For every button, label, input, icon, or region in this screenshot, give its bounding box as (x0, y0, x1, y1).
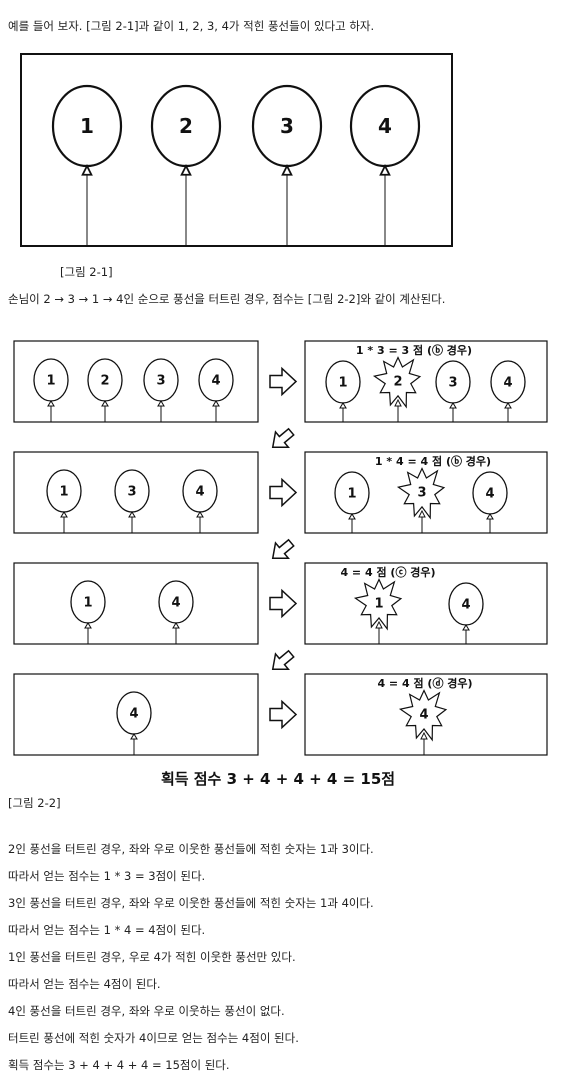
next-arrow (269, 699, 298, 730)
explanation-line-6: 따라서 얻는 점수는 4점이 된다. (8, 977, 161, 991)
popped-balloon: 4 (398, 689, 448, 755)
before-panel (13, 562, 259, 645)
down-left-arrow (271, 538, 295, 560)
balloon-label: 2 (393, 375, 402, 390)
balloon-label: 4 (378, 114, 392, 138)
balloon: 4 (158, 580, 194, 644)
total-score: 획득 점수 3 + 4 + 4 + 4 = 15점 (161, 770, 395, 788)
step-score-label: 1 * 4 = 4 점 (ⓑ 경우) (375, 454, 491, 468)
balloon-label: 1 (374, 597, 383, 612)
step-score-label: 1 * 3 = 3 점 (ⓑ 경우) (356, 343, 472, 357)
balloon: 4 (182, 469, 218, 533)
balloon: 4 (349, 84, 421, 246)
balloon: 2 (87, 358, 123, 422)
figure-2-2: 1 2 3 4 1 2 3 4 1 * 3 = 3 점 (ⓑ 경우) 1 3 4 1 3 4 1 * 4 = … (13, 340, 548, 788)
balloon-label: 4 (485, 487, 494, 502)
balloon-label: 3 (448, 376, 457, 391)
balloon-label: 3 (127, 485, 136, 500)
balloon-label: 1 (80, 114, 94, 138)
balloon: 4 (448, 582, 484, 644)
balloon: 1 (325, 360, 361, 422)
explanation-line-4: 따라서 얻는 점수는 1 * 4 = 4점이 된다. (8, 923, 206, 937)
balloon: 4 (490, 360, 526, 422)
balloon: 4 (472, 471, 508, 533)
balloon: 1 (33, 358, 69, 422)
figure-2-1: 1 2 3 4 (20, 53, 453, 247)
balloon: 3 (251, 84, 323, 246)
balloon: 3 (435, 360, 471, 422)
burst-shape (396, 467, 446, 520)
step-row: 1 2 3 4 1 2 3 4 1 * 3 = 3 점 (ⓑ 경우) (13, 340, 548, 449)
balloon-label: 3 (156, 374, 165, 389)
explanation-line-1: 2인 풍선을 터트린 경우, 좌와 우로 이웃한 풍선들에 적힌 숫자는 1과 … (8, 842, 374, 856)
after-panel (304, 562, 548, 645)
balloon: 3 (143, 358, 179, 422)
balloon-label: 4 (129, 707, 138, 722)
burst-shape (398, 689, 448, 742)
down-left-arrow (271, 427, 295, 449)
burst-shape (353, 578, 403, 631)
popped-balloon: 3 (396, 467, 446, 533)
step-row: 1 4 1 4 4 = 4 점 (ⓒ 경우) (13, 562, 548, 671)
balloon: 1 (46, 469, 82, 533)
balloon: 1 (51, 84, 123, 246)
figure-2-2-caption: [그림 2-2] (8, 796, 61, 810)
balloon-label: 1 (347, 487, 356, 502)
step-score-label: 4 = 4 점 (ⓓ 경우) (377, 676, 472, 690)
burst-shape (372, 356, 422, 409)
balloon-label: 4 (171, 596, 180, 611)
balloon: 4 (198, 358, 234, 422)
balloon-label: 1 (83, 596, 92, 611)
order-text: 손님이 2 → 3 → 1 → 4인 순으로 풍선을 터트린 경우, 점수는 [… (8, 292, 446, 306)
balloon-label: 3 (280, 114, 294, 138)
balloon-label: 1 (59, 485, 68, 500)
balloon-label: 1 (46, 374, 55, 389)
balloon-label: 2 (179, 114, 193, 138)
step-row: 4 4 4 = 4 점 (ⓓ 경우) (13, 673, 548, 756)
popped-balloon: 2 (372, 356, 422, 422)
figure-2-1-caption: [그림 2-1] (60, 265, 113, 279)
balloon-label: 4 (211, 374, 220, 389)
balloon: 2 (150, 84, 222, 246)
explanation-line-2: 따라서 얻는 점수는 1 * 3 = 3점이 된다. (8, 869, 206, 883)
balloon: 4 (116, 691, 152, 755)
next-arrow (269, 477, 298, 508)
balloon-label: 3 (417, 486, 426, 501)
explanation-line-3: 3인 풍선을 터트린 경우, 좌와 우로 이웃한 풍선들에 적힌 숫자는 1과 … (8, 896, 374, 910)
balloon-label: 4 (419, 708, 428, 723)
balloon-label: 2 (100, 374, 109, 389)
balloon: 3 (114, 469, 150, 533)
balloon: 1 (334, 471, 370, 533)
balloon-label: 4 (461, 598, 470, 613)
explanation-line-7: 4인 풍선을 터트린 경우, 좌와 우로 이웃하는 풍선이 없다. (8, 1004, 285, 1018)
intro-text: 예를 들어 보자. [그림 2-1]과 같이 1, 2, 3, 4가 적힌 풍선… (8, 19, 375, 33)
popped-balloon: 1 (353, 578, 403, 644)
balloon-label: 4 (503, 376, 512, 391)
step-score-label: 4 = 4 점 (ⓒ 경우) (340, 565, 435, 579)
explanation-line-5: 1인 풍선을 터트린 경우, 우로 4가 적힌 이웃한 풍선만 있다. (8, 950, 296, 964)
explanation-line-8: 터트린 풍선에 적힌 숫자가 4이므로 얻는 점수는 4점이 된다. (8, 1031, 299, 1045)
step-row: 1 3 4 1 3 4 1 * 4 = 4 점 (ⓑ 경우) (13, 451, 548, 560)
balloon-label: 1 (338, 376, 347, 391)
explanation-line-9: 획득 점수는 3 + 4 + 4 + 4 = 15점이 된다. (8, 1058, 230, 1072)
next-arrow (269, 366, 298, 397)
balloon: 1 (70, 580, 106, 644)
next-arrow (269, 588, 298, 619)
down-left-arrow (271, 649, 295, 671)
balloon-label: 4 (195, 485, 204, 500)
